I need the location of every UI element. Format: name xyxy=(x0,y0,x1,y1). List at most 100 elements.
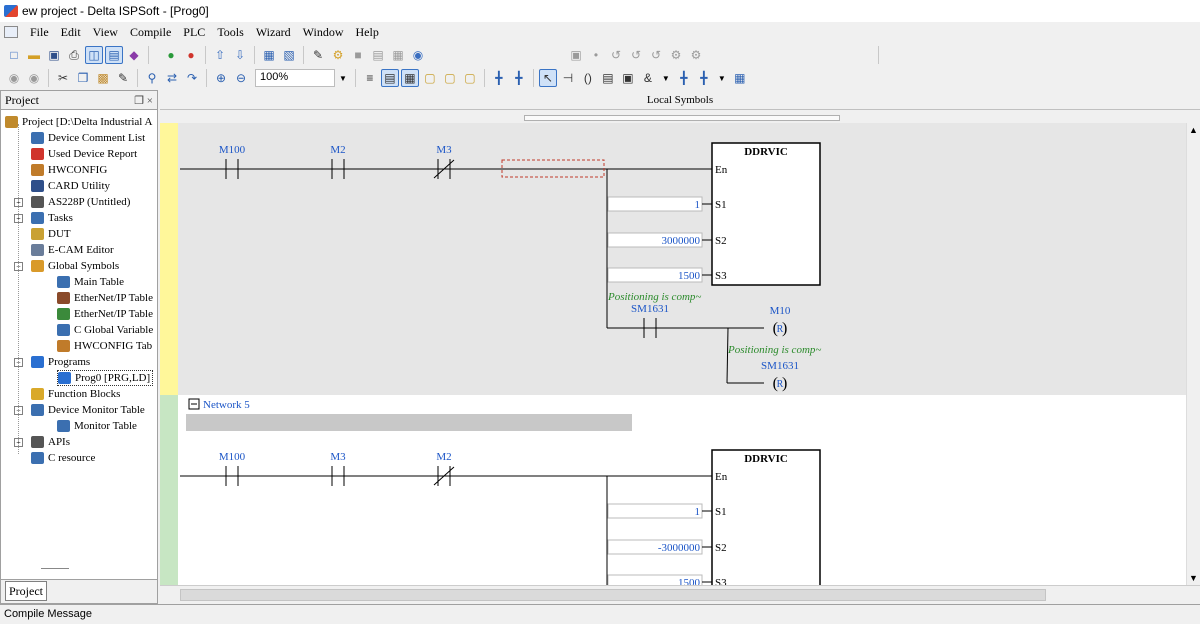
compile-icon[interactable]: ⚙ xyxy=(332,48,344,62)
zoom-select[interactable]: 100% xyxy=(255,69,335,87)
tree-item[interactable]: HWCONFIG xyxy=(31,162,107,178)
block-tool-icon[interactable]: ▣ xyxy=(622,71,634,85)
tree-item[interactable]: CARD Utility xyxy=(31,178,110,194)
menu-edit[interactable]: Edit xyxy=(60,24,81,39)
tree-item[interactable]: E-CAM Editor xyxy=(31,242,114,258)
horizontal-scroll-thumb[interactable] xyxy=(180,589,1046,601)
coil-tool-icon[interactable]: () xyxy=(583,71,592,85)
branch-tool-icon[interactable]: ╋ xyxy=(680,71,688,85)
tool2-dropdown-icon[interactable]: ▼ xyxy=(717,73,726,83)
menu-plc[interactable]: PLC xyxy=(183,24,206,39)
menu-wizard[interactable]: Wizard xyxy=(255,24,291,39)
tree-item[interactable]: Device Monitor Table xyxy=(31,402,145,418)
window-view-icon[interactable]: ▤ xyxy=(105,46,123,64)
tool-dropdown-icon[interactable]: ▼ xyxy=(661,73,670,83)
wrench-icon[interactable]: ✎ xyxy=(312,48,324,62)
layout-view-icon[interactable]: ◫ xyxy=(85,46,103,64)
print-icon[interactable]: ⎙ xyxy=(69,47,79,62)
insert-row-icon[interactable]: ╋ xyxy=(515,71,523,85)
vertical-scrollbar[interactable]: ▲ ▼ xyxy=(1186,123,1200,585)
eraser-icon[interactable]: ✎ xyxy=(117,71,129,85)
monitor-gray-icon[interactable]: ▤ xyxy=(372,48,384,62)
function-tool-icon[interactable]: ▤ xyxy=(602,71,614,85)
local-symbols-header[interactable]: Local Symbols xyxy=(160,90,1200,110)
tree-item[interactable]: DUT xyxy=(31,226,71,242)
online-monitor-icon[interactable]: ▦ xyxy=(263,48,275,62)
gray-dot-icon[interactable]: • xyxy=(593,48,599,62)
tab-project[interactable]: Project xyxy=(5,581,47,601)
scroll-down-icon[interactable]: ▼ xyxy=(1189,573,1198,583)
symbols-expand-bar[interactable] xyxy=(524,115,840,121)
tree-item[interactable]: EtherNet/IP Table xyxy=(57,290,153,306)
tree-item[interactable]: Prog0 [PRG,LD] xyxy=(57,370,154,386)
symbol-view-icon[interactable]: ▤ xyxy=(380,69,399,87)
table-gray-icon[interactable]: ▦ xyxy=(392,48,404,62)
open-folder-icon[interactable]: ▬ xyxy=(28,48,40,62)
device-icon[interactable]: ■ xyxy=(354,48,362,62)
tree-item[interactable]: C resource xyxy=(31,450,95,466)
goto-icon[interactable]: ↷ xyxy=(186,71,198,85)
stop-plc-icon[interactable]: ● xyxy=(187,48,195,62)
tree-item[interactable]: Programs xyxy=(31,354,90,370)
copy-icon[interactable]: ❐ xyxy=(77,71,89,85)
gray-tool-3-icon[interactable]: ↺ xyxy=(630,48,642,62)
find-icon[interactable]: ⚲ xyxy=(147,71,157,85)
tree-item[interactable]: Global Symbols xyxy=(31,258,119,274)
tree-item[interactable]: Used Device Report xyxy=(31,146,137,162)
pin-icon[interactable]: ❐ xyxy=(134,94,145,107)
menu-view[interactable]: View xyxy=(92,24,118,39)
tree-item[interactable]: Device Comment List xyxy=(31,130,145,146)
branch2-tool-icon[interactable]: ╋ xyxy=(700,71,708,85)
back-icon[interactable]: ◉ xyxy=(8,71,20,85)
zoom-in-icon[interactable]: ⊕ xyxy=(215,71,227,85)
note-icon[interactable]: ▢ xyxy=(424,71,436,85)
zoom-dropdown-icon[interactable]: ▼ xyxy=(339,73,347,83)
note3-icon[interactable]: ▢ xyxy=(464,71,476,85)
new-file-icon[interactable]: □ xyxy=(10,48,18,62)
run-plc-icon[interactable]: ● xyxy=(167,48,175,62)
menu-window[interactable]: Window xyxy=(302,24,344,39)
upload-icon[interactable]: ⇧ xyxy=(214,48,226,62)
tree-item[interactable]: Project [D:\Delta Industrial A xyxy=(5,114,152,130)
horizontal-scrollbar[interactable] xyxy=(160,585,1200,603)
bracket-tool-icon[interactable]: ▦ xyxy=(734,71,746,85)
and-tool-icon[interactable]: & xyxy=(643,71,652,85)
zoom-out-icon[interactable]: ⊖ xyxy=(235,71,247,85)
online-edit-icon[interactable]: ▧ xyxy=(283,48,295,62)
tree-item[interactable]: Function Blocks xyxy=(31,386,120,402)
tree-item[interactable]: Monitor Table xyxy=(57,418,137,434)
network-icon[interactable]: ◉ xyxy=(412,48,424,62)
menu-tools[interactable]: Tools xyxy=(217,24,244,39)
replace-icon[interactable]: ⇄ xyxy=(166,71,178,85)
select-pointer-icon[interactable]: ↖ xyxy=(538,69,557,87)
download-icon[interactable]: ⇩ xyxy=(234,48,246,62)
menu-file[interactable]: File xyxy=(30,24,49,39)
address-icon[interactable]: ≡ xyxy=(366,71,374,85)
gray-tool-4-icon[interactable]: ↺ xyxy=(650,48,662,62)
panel-splitter[interactable] xyxy=(41,568,69,569)
tree-item[interactable]: HWCONFIG Tab xyxy=(57,338,152,354)
tree-item[interactable]: EtherNet/IP Table xyxy=(57,306,153,322)
menu-compile[interactable]: Compile xyxy=(129,24,172,39)
tree-item[interactable]: Tasks xyxy=(31,210,73,226)
insert-column-icon[interactable]: ╋ xyxy=(495,71,503,85)
comment-view-icon[interactable]: ▦ xyxy=(400,69,419,87)
tree-item[interactable]: Main Table xyxy=(57,274,124,290)
scroll-up-icon[interactable]: ▲ xyxy=(1189,125,1198,135)
forward-icon[interactable]: ◉ xyxy=(28,71,40,85)
tree-item[interactable]: AS228P (Untitled) xyxy=(31,194,130,210)
note2-icon[interactable]: ▢ xyxy=(444,71,456,85)
gray-tool-1-icon[interactable]: ▣ xyxy=(570,48,582,62)
gray-tool-5-icon[interactable]: ⚙ xyxy=(670,48,682,62)
menu-help[interactable]: Help xyxy=(355,24,379,39)
diamond-tool-icon[interactable]: ◆ xyxy=(129,48,139,62)
tree-item[interactable]: C Global Variable xyxy=(57,322,153,338)
close-icon[interactable]: × xyxy=(146,94,153,107)
cut-icon[interactable]: ✂ xyxy=(57,71,69,85)
tree-item[interactable]: APIs xyxy=(31,434,70,450)
gray-tool-6-icon[interactable]: ⚙ xyxy=(690,48,702,62)
gray-tool-2-icon[interactable]: ↺ xyxy=(610,48,622,62)
compile-message-tab[interactable]: Compile Message xyxy=(4,608,93,620)
